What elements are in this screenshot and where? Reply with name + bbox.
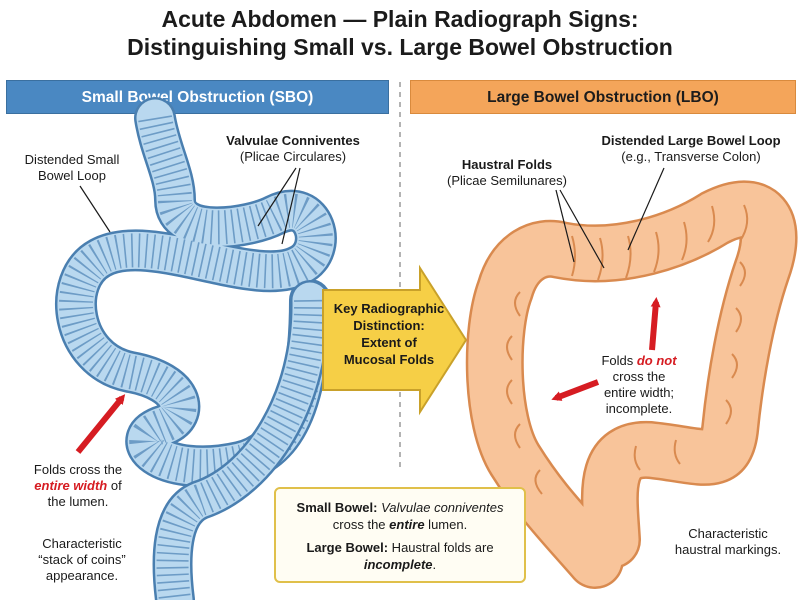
page-title-line-2: Distinguishing Small vs. Large Bowel Obs… bbox=[127, 34, 673, 60]
summary-large-bowel: Large Bowel: Haustral folds are incomple… bbox=[276, 539, 524, 573]
sbo-folds-line-3: the lumen. bbox=[47, 494, 109, 509]
summary-large-end: . bbox=[432, 557, 437, 572]
summary-small-line2-emphasis: entire bbox=[389, 517, 425, 532]
sbo-banner: Small Bowel Obstruction (SBO) bbox=[6, 80, 389, 114]
large-bowel-loop-illustration bbox=[465, 180, 798, 589]
sbo-coins-line-2: “stack of coins” bbox=[38, 552, 126, 567]
sbo-distended-leader bbox=[79, 185, 111, 233]
summary-large-emphasis: incomplete bbox=[363, 557, 433, 572]
sbo-distended-line-1: Distended Small bbox=[24, 152, 120, 167]
page-title-line-1: Acute Abdomen — Plain Radiograph Signs: bbox=[161, 6, 639, 32]
sbo-distended-line-2: Bowel Loop bbox=[38, 168, 106, 183]
lbo-haustral-title: Haustral Folds bbox=[461, 157, 553, 172]
sbo-folds-line-2: entire width of bbox=[14, 478, 142, 494]
lbo-haustral-leader-1 bbox=[555, 189, 575, 263]
lbo-folds-line-4: incomplete. bbox=[605, 401, 673, 416]
lbo-distended-title: Distended Large Bowel Loop bbox=[601, 133, 781, 148]
sbo-coins-line-1: Characteristic bbox=[42, 536, 122, 551]
sbo-red-arrow bbox=[75, 394, 126, 454]
sbo-folds-line-1: Folds cross the bbox=[33, 462, 123, 477]
lbo-markings-label: Characteristic haustral markings. bbox=[660, 526, 796, 558]
sbo-valvulae-leader-1 bbox=[257, 167, 297, 227]
key-line-3: Extent of bbox=[361, 335, 417, 350]
lbo-markings-line-2: haustral markings. bbox=[674, 542, 782, 557]
key-line-2: Distinction: bbox=[353, 318, 425, 333]
sbo-coins-label: Characteristic “stack of coins” appearan… bbox=[20, 536, 144, 584]
lbo-haustral-leader-2 bbox=[559, 189, 605, 269]
summary-large-text: Haustral folds are bbox=[388, 540, 494, 555]
key-line-4: Mucosal Folds bbox=[343, 352, 435, 367]
lbo-markings-line-1: Characteristic bbox=[688, 526, 768, 541]
small-bowel-loop-illustration bbox=[55, 97, 337, 600]
lbo-folds-label: Folds do not cross the entire width; inc… bbox=[584, 353, 694, 417]
lbo-folds-line-3: entire width; bbox=[603, 385, 675, 400]
lbo-red-arrow-up bbox=[649, 297, 661, 351]
summary-small-line2-prefix: cross the bbox=[332, 517, 390, 532]
lbo-folds-line-1: Folds do not bbox=[584, 353, 694, 369]
lbo-red-arrow-left bbox=[551, 379, 600, 401]
lbo-folds-prefix: Folds bbox=[601, 353, 637, 368]
sbo-coins-line-3: appearance. bbox=[45, 568, 119, 583]
sbo-folds-of: of bbox=[107, 478, 122, 493]
lbo-folds-line-2: cross the bbox=[612, 369, 666, 384]
summary-large-label: Large Bowel: bbox=[306, 540, 389, 555]
summary-small-italic: Valvulae conniventes bbox=[381, 500, 504, 515]
lbo-distended-leader bbox=[627, 167, 665, 251]
lbo-banner: Large Bowel Obstruction (LBO) bbox=[410, 80, 796, 114]
summary-small-line2-suffix: lumen. bbox=[424, 517, 468, 532]
key-line-1: Key Radiographic bbox=[333, 301, 445, 316]
sbo-folds-emphasis: entire width bbox=[34, 478, 108, 493]
sbo-valvulae-label: Valvulae Conniventes (Plicae Circulares) bbox=[208, 133, 378, 165]
summary-small-bowel: Small Bowel: Valvulae conniventes cross … bbox=[276, 499, 524, 533]
key-distinction-label: Key Radiographic Distinction: Extent of … bbox=[320, 300, 458, 368]
sbo-valvulae-subtitle: (Plicae Circulares) bbox=[239, 149, 347, 164]
lbo-folds-emphasis: do not bbox=[636, 353, 677, 368]
sbo-valvulae-leader-2 bbox=[281, 167, 301, 245]
lbo-distended-subtitle: (e.g., Transverse Colon) bbox=[621, 149, 761, 164]
lbo-haustral-label: Haustral Folds (Plicae Semilunares) bbox=[432, 157, 582, 189]
lbo-distended-label: Distended Large Bowel Loop (e.g., Transv… bbox=[588, 133, 794, 165]
sbo-valvulae-title: Valvulae Conniventes bbox=[226, 133, 360, 148]
sbo-distended-label: Distended Small Bowel Loop bbox=[8, 152, 136, 184]
summary-box: Small Bowel: Valvulae conniventes cross … bbox=[274, 487, 526, 583]
lbo-haustral-subtitle: (Plicae Semilunares) bbox=[447, 173, 567, 188]
key-distinction-arrow bbox=[322, 264, 468, 416]
summary-small-label: Small Bowel: bbox=[296, 500, 378, 515]
sbo-folds-label: Folds cross the entire width of the lume… bbox=[14, 462, 142, 510]
